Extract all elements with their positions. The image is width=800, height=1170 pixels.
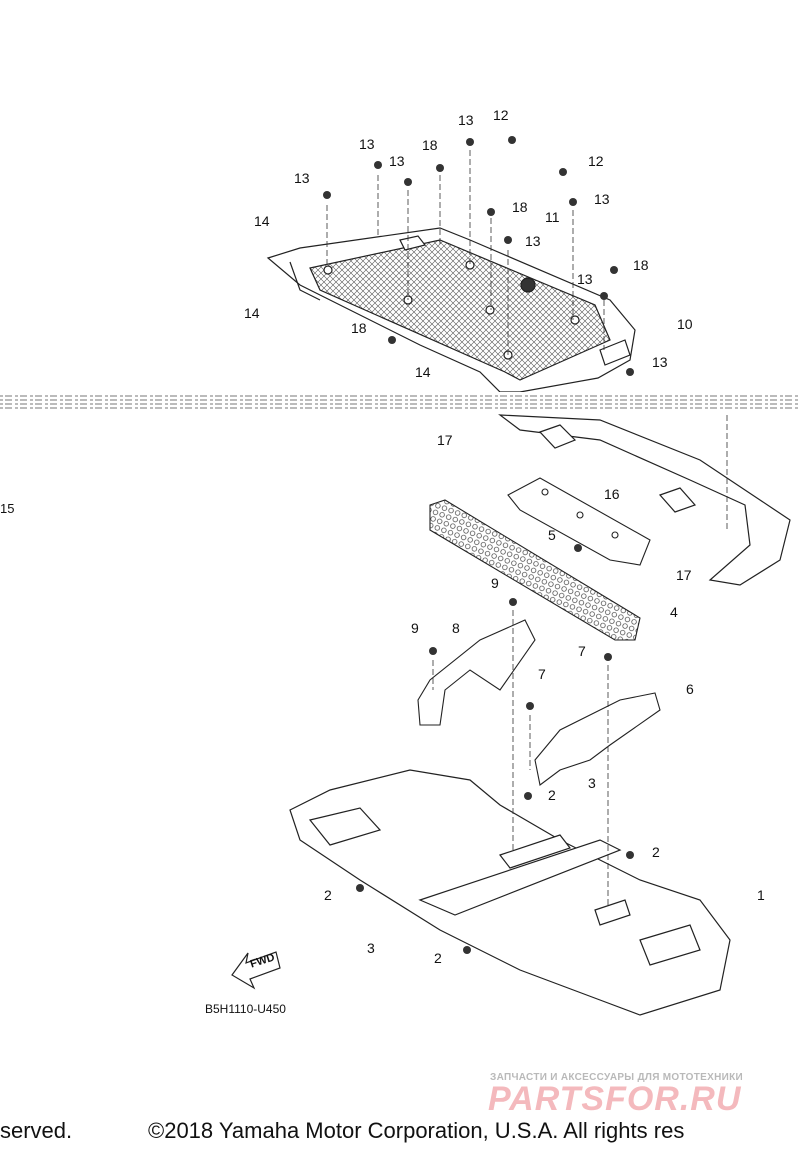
callout-2: 2 (324, 887, 332, 903)
callout-17: 17 (437, 432, 453, 448)
callout-13: 13 (389, 153, 405, 169)
callout-18: 18 (351, 320, 367, 336)
callout-11: 11 (545, 209, 560, 225)
callout-13: 13 (458, 112, 474, 128)
callout-7: 7 (578, 643, 586, 659)
watermark-tagline: ЗАПЧАСТИ И АКСЕССУАРЫ ДЛЯ МОТОТЕХНИКИ (490, 1072, 743, 1083)
callout-13: 13 (359, 136, 375, 152)
leader-lines (326, 150, 728, 905)
callout-labels: 1 2 2 2 2 3 3 4 5 6 7 7 8 9 9 10 11 12 1… (244, 107, 765, 966)
callout-9: 9 (491, 575, 499, 591)
callout-13: 13 (594, 191, 610, 207)
callout-2: 2 (434, 950, 442, 966)
callout-10: 10 (677, 316, 693, 332)
callout-14: 14 (254, 213, 270, 229)
drawing-code: B5H1110-U450 (205, 1002, 286, 1016)
callout-1: 1 (757, 887, 765, 903)
bracket-6 (534, 692, 661, 786)
callout-18: 18 (512, 199, 528, 215)
callout-18: 18 (422, 137, 438, 153)
callout-13: 13 (652, 354, 668, 370)
callout-12: 12 (588, 153, 604, 169)
bracket-8 (417, 619, 536, 726)
callout-18: 18 (633, 257, 649, 273)
callout-9: 9 (411, 620, 419, 636)
callout-8: 8 (452, 620, 460, 636)
callout-3: 3 (588, 775, 596, 791)
callout-13: 13 (294, 170, 310, 186)
callout-3: 3 (367, 940, 375, 956)
scan-artifact-band (0, 392, 800, 412)
upper-tray (266, 227, 636, 393)
callout-12: 12 (493, 107, 509, 123)
callout-2: 2 (548, 787, 556, 803)
callout-7: 7 (538, 666, 546, 682)
footer-left-fragment: served. (0, 1118, 73, 1143)
callout-16: 16 (604, 486, 620, 502)
grille-4 (429, 499, 641, 641)
watermark-brand: PARTSFOR.RU (488, 1080, 742, 1118)
bolt-icons (323, 136, 634, 954)
callout-2: 2 (652, 844, 660, 860)
callout-17: 17 (676, 567, 692, 583)
side-callout-15: 15 (0, 501, 15, 516)
callout-5: 5 (548, 527, 556, 543)
floor-pan-1 (289, 769, 731, 1016)
callout-14: 14 (244, 305, 260, 321)
callout-4: 4 (670, 604, 678, 620)
callout-6: 6 (686, 681, 694, 697)
callout-14: 14 (415, 364, 431, 380)
callout-13: 13 (525, 233, 541, 249)
copyright-footer: ©2018 Yamaha Motor Corporation, U.S.A. A… (148, 1118, 685, 1143)
bracket-16 (507, 477, 651, 566)
callout-13: 13 (577, 271, 593, 287)
fwd-arrow-icon (231, 951, 281, 990)
frame-rail (498, 414, 791, 586)
